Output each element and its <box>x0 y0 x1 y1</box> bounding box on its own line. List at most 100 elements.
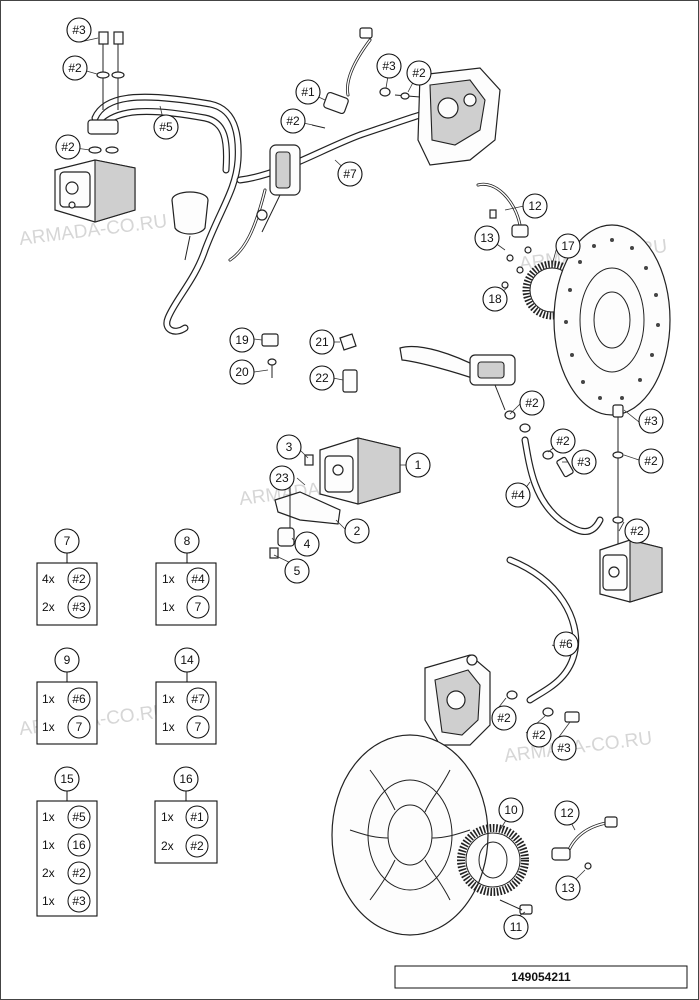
callout: #2 <box>491 705 517 731</box>
callout: 2 <box>344 518 370 544</box>
kit-8: 8 1x #4 1x 7 <box>155 528 217 626</box>
diagram-code: 149054211 <box>511 970 571 984</box>
svg-text:#3: #3 <box>72 600 86 614</box>
callout: 4 <box>294 531 320 557</box>
callout: #6 <box>553 631 579 657</box>
svg-text:#4: #4 <box>511 488 525 502</box>
svg-text:#3: #3 <box>72 23 86 37</box>
callout: #3 <box>376 53 402 79</box>
svg-text:16: 16 <box>179 772 193 786</box>
svg-text:#2: #2 <box>412 66 426 80</box>
kit-16: 16 1x #1 2x #2 <box>154 766 218 864</box>
svg-text:1x: 1x <box>42 810 55 824</box>
callout: 19 <box>229 327 255 353</box>
pressure-sensor <box>311 27 373 129</box>
callout: #4 <box>505 482 531 508</box>
callout: #3 <box>551 735 577 761</box>
brake-hose-7 <box>236 111 424 184</box>
callout: #1 <box>295 79 321 105</box>
svg-text:#4: #4 <box>191 572 205 586</box>
svg-text:#2: #2 <box>556 434 570 448</box>
callout: #2 <box>526 722 552 748</box>
brake-hose-5 <box>91 93 242 335</box>
front-brake-lever <box>399 345 516 411</box>
callout: 23 <box>269 465 295 491</box>
svg-text:2x: 2x <box>42 600 55 614</box>
svg-text:#2: #2 <box>68 61 82 75</box>
callout: 21 <box>309 329 335 355</box>
small-hardware <box>261 333 358 393</box>
svg-text:7: 7 <box>64 534 71 548</box>
upper-wheel-speed-sensor <box>476 182 532 289</box>
svg-text:#2: #2 <box>497 711 511 725</box>
svg-text:1x: 1x <box>162 572 175 586</box>
lower-wheel-speed-sensor <box>551 816 618 870</box>
kit-9: 9 1x #6 1x 7 <box>36 647 98 745</box>
callout: 20 <box>229 359 255 385</box>
brake-hose-6 <box>506 556 580 704</box>
callout: #2 <box>55 134 81 160</box>
svg-text:1x: 1x <box>42 720 55 734</box>
svg-text:7: 7 <box>195 600 202 614</box>
svg-text:10: 10 <box>504 803 518 817</box>
svg-text:#3: #3 <box>382 59 396 73</box>
svg-text:#2: #2 <box>72 866 86 880</box>
svg-text:1x: 1x <box>162 692 175 706</box>
svg-text:8: 8 <box>184 534 191 548</box>
svg-text:#2: #2 <box>644 454 658 468</box>
upper-brake-caliper <box>379 67 501 166</box>
callout: #3 <box>66 17 92 43</box>
svg-text:#7: #7 <box>343 167 357 181</box>
svg-text:#6: #6 <box>559 637 573 651</box>
kit-14: 14 1x #7 1x 7 <box>155 647 217 745</box>
svg-text:1x: 1x <box>42 838 55 852</box>
callout: #2 <box>550 428 576 454</box>
svg-text:13: 13 <box>480 231 494 245</box>
callout: #7 <box>337 161 363 187</box>
svg-text:3: 3 <box>286 440 293 454</box>
svg-text:2x: 2x <box>161 839 174 853</box>
svg-text:11: 11 <box>510 920 523 934</box>
lower-brake-caliper <box>424 654 580 746</box>
banjo-bolt-pair <box>87 31 125 154</box>
svg-text:20: 20 <box>235 365 249 379</box>
svg-text:9: 9 <box>64 653 71 667</box>
svg-text:#2: #2 <box>525 396 539 410</box>
svg-text:1x: 1x <box>162 600 175 614</box>
svg-text:12: 12 <box>560 806 574 820</box>
callout: #2 <box>624 518 650 544</box>
svg-text:#3: #3 <box>644 414 658 428</box>
callout: 1 <box>405 452 431 478</box>
svg-text:1x: 1x <box>42 894 55 908</box>
svg-text:#3: #3 <box>577 455 591 469</box>
svg-text:22: 22 <box>315 371 329 385</box>
svg-text:15: 15 <box>60 772 74 786</box>
svg-text:13: 13 <box>561 881 575 895</box>
callout: #2 <box>519 390 545 416</box>
callout: #2 <box>280 108 306 134</box>
callout: 5 <box>284 558 310 584</box>
callout: #2 <box>62 55 88 81</box>
svg-text:#2: #2 <box>61 140 75 154</box>
upper-brake-disc <box>553 224 671 416</box>
lower-brake-disc <box>331 734 489 936</box>
svg-text:19: 19 <box>235 333 249 347</box>
svg-text:#5: #5 <box>72 810 86 824</box>
svg-text:2: 2 <box>354 524 361 538</box>
svg-text:#2: #2 <box>286 114 300 128</box>
svg-text:17: 17 <box>561 239 575 253</box>
svg-text:21: 21 <box>315 335 329 349</box>
svg-text:#2: #2 <box>532 728 546 742</box>
abs-unit-center <box>269 437 401 559</box>
callout: 18 <box>482 286 508 312</box>
svg-text:#2: #2 <box>630 524 644 538</box>
svg-text:#2: #2 <box>72 572 86 586</box>
callout: 12 <box>522 193 548 219</box>
svg-text:#2: #2 <box>190 839 204 853</box>
svg-text:1x: 1x <box>42 692 55 706</box>
brake-hose-4 <box>521 436 604 535</box>
callout: #5 <box>153 114 179 140</box>
callout: 22 <box>309 365 335 391</box>
brake-fluid-reservoir <box>171 191 209 261</box>
